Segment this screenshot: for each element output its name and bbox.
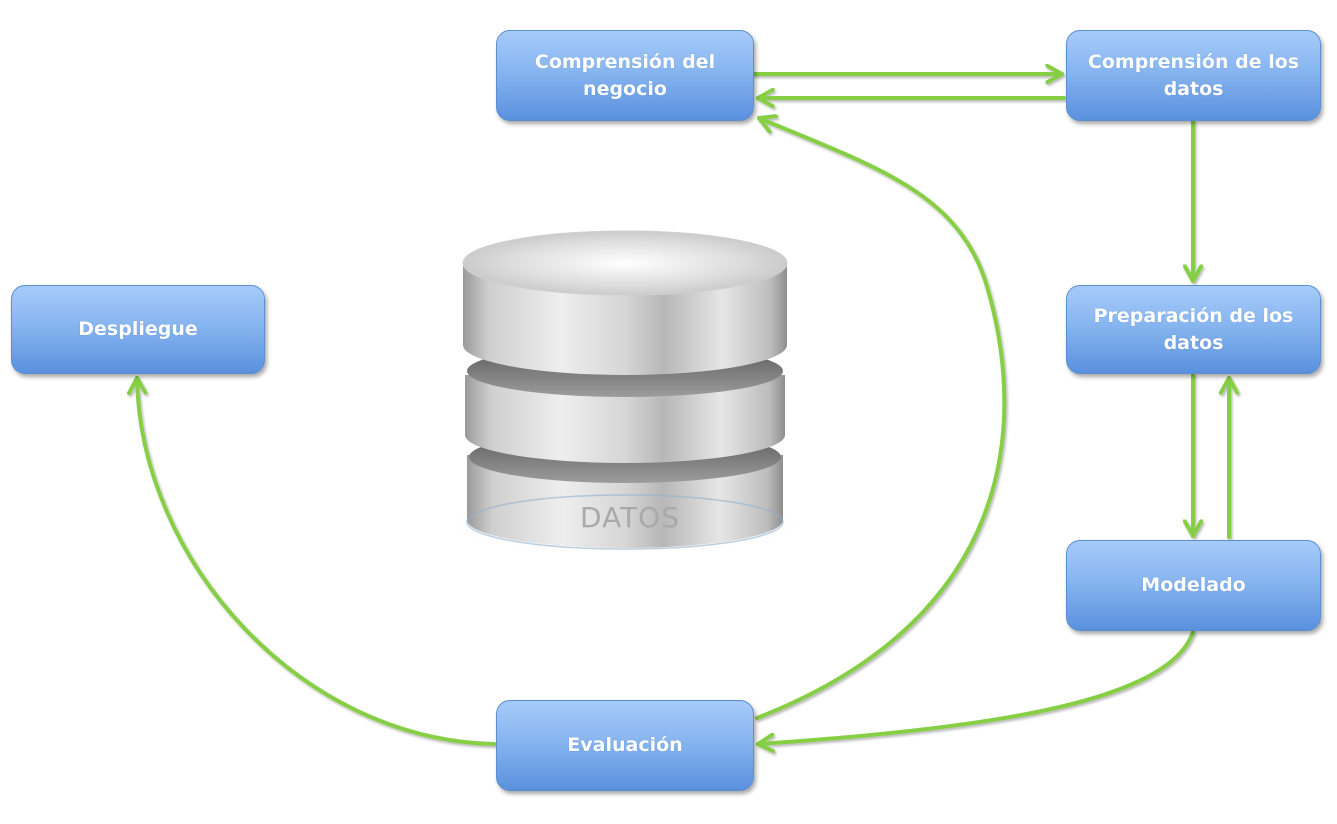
node-business-understanding[interactable]: Comprensión del negocio bbox=[496, 30, 754, 121]
database-icon: DATOS bbox=[455, 230, 795, 555]
node-data-preparation[interactable]: Preparación de los datos bbox=[1066, 285, 1321, 374]
node-label: Despliegue bbox=[78, 318, 198, 340]
node-deployment[interactable]: Despliegue bbox=[11, 285, 265, 374]
edge-evaluation-to-deploy bbox=[137, 376, 496, 746]
node-label: Modelado bbox=[1141, 574, 1246, 596]
database-label: DATOS bbox=[580, 501, 680, 534]
node-label: Comprensión de los datos bbox=[1087, 50, 1300, 100]
node-modeling[interactable]: Modelado bbox=[1066, 540, 1321, 631]
node-data-understanding[interactable]: Comprensión de los datos bbox=[1066, 30, 1321, 121]
node-label: Comprensión del negocio bbox=[534, 50, 716, 100]
node-label: Preparación de los datos bbox=[1093, 304, 1294, 354]
edge-evaluation-to-business bbox=[755, 118, 1007, 720]
node-label: Evaluación bbox=[567, 734, 683, 756]
node-evaluation[interactable]: Evaluación bbox=[496, 700, 754, 791]
edge-modeling-to-evaluation bbox=[756, 630, 1195, 744]
